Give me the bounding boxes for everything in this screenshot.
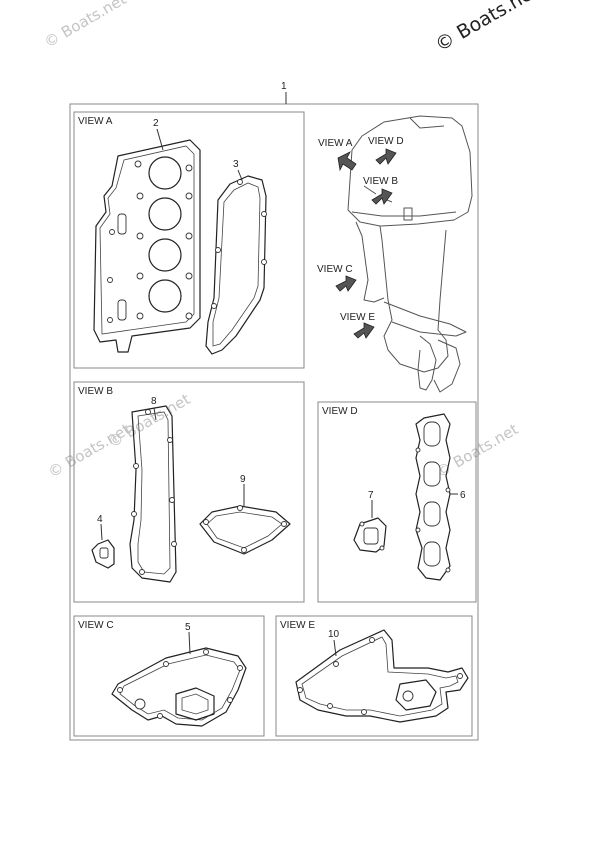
kit-outer-frame (69, 103, 479, 741)
callout-2: 2 (153, 118, 159, 129)
callout-2-leader (156, 128, 164, 151)
motor-view-d-label: VIEW D (368, 136, 404, 147)
view-a-panel (73, 111, 305, 369)
callout-10: 10 (328, 629, 340, 640)
view-e-pointer-arrow (353, 322, 375, 339)
view-b-pointer-arrow (371, 188, 393, 205)
view-c-panel (73, 615, 265, 737)
outboard-motor-outline (347, 115, 473, 393)
watermark-centre: © Boats.net (105, 390, 193, 451)
square-gasket (353, 517, 387, 553)
callout-8: 8 (151, 396, 157, 407)
view-d-label: VIEW D (322, 406, 358, 417)
callout-10-leader (333, 639, 337, 657)
motor-view-c-label: VIEW C (317, 264, 353, 275)
view-d-pointer-arrow (375, 148, 397, 165)
callout-4-leader (100, 523, 103, 541)
copyright-text: © Boats.net (432, 0, 543, 56)
view-e-panel (275, 615, 473, 737)
callout-5-leader (188, 631, 191, 655)
motor-view-a-label: VIEW A (318, 138, 353, 149)
thermostat-cover-gasket (199, 505, 291, 555)
adapter-plate-gasket (111, 647, 247, 727)
view-c-label: VIEW C (78, 620, 114, 631)
callout-6: 6 (460, 490, 466, 501)
view-d-panel (317, 401, 477, 603)
callout-8-leader (153, 407, 157, 421)
watermark-top-left: © Boats.net (41, 0, 129, 51)
view-a-pointer-arrow (337, 151, 357, 172)
motor-view-b-label: VIEW B (363, 176, 398, 187)
valve-cover-gasket (205, 175, 267, 355)
motor-view-e-label: VIEW E (340, 312, 375, 323)
exhaust-cover-gasket (295, 629, 469, 723)
side-cover-gasket (129, 405, 177, 583)
intake-manifold-gasket (415, 413, 451, 581)
callout-1: 1 (281, 81, 287, 92)
small-cover-gasket (91, 539, 115, 569)
callout-3-leader (237, 169, 243, 181)
callout-7: 7 (368, 490, 374, 501)
cylinder-head-gasket (93, 139, 201, 353)
callout-9: 9 (240, 474, 246, 485)
callout-3: 3 (233, 159, 239, 170)
view-b-label: VIEW B (78, 386, 113, 397)
view-b-panel (73, 381, 305, 603)
view-a-label: VIEW A (78, 116, 113, 127)
view-e-label: VIEW E (280, 620, 315, 631)
view-c-pointer-arrow (335, 275, 357, 292)
callout-4: 4 (97, 514, 103, 525)
callout-5: 5 (185, 622, 191, 633)
